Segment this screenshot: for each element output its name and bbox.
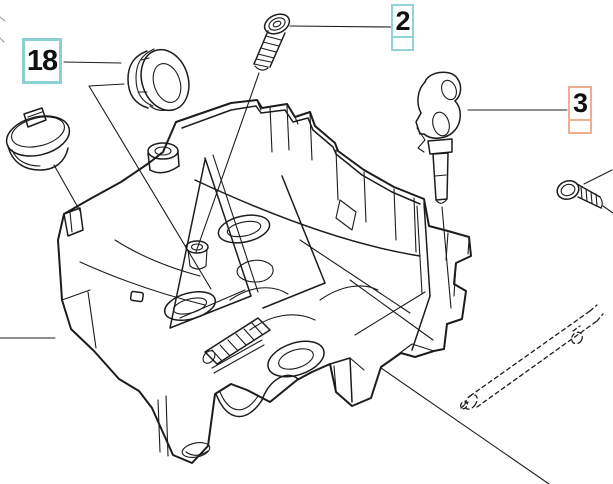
hidden-rod-dashed-icon <box>459 304 604 410</box>
callout-2-empty-cell <box>393 36 412 49</box>
callout-2[interactable]: 2 <box>391 4 414 51</box>
callout-18[interactable]: 18 <box>22 38 62 84</box>
grommet-icon <box>127 48 190 112</box>
callout-2-label: 2 <box>395 5 410 36</box>
callout-18-label: 18 <box>26 44 58 77</box>
cropped-edge-mark <box>0 16 6 43</box>
vibration-damper-icon <box>415 71 462 204</box>
chassis-base-icon <box>57 99 472 464</box>
callout-3-label: 3 <box>572 88 588 118</box>
socket-screw-icon <box>253 13 291 71</box>
pan-head-screw-icon <box>556 179 603 209</box>
leader-lines <box>0 25 613 484</box>
callout-3-empty-cell <box>570 119 590 132</box>
callout-3[interactable]: 3 <box>568 86 592 134</box>
rubber-buffer-icon <box>5 107 71 171</box>
